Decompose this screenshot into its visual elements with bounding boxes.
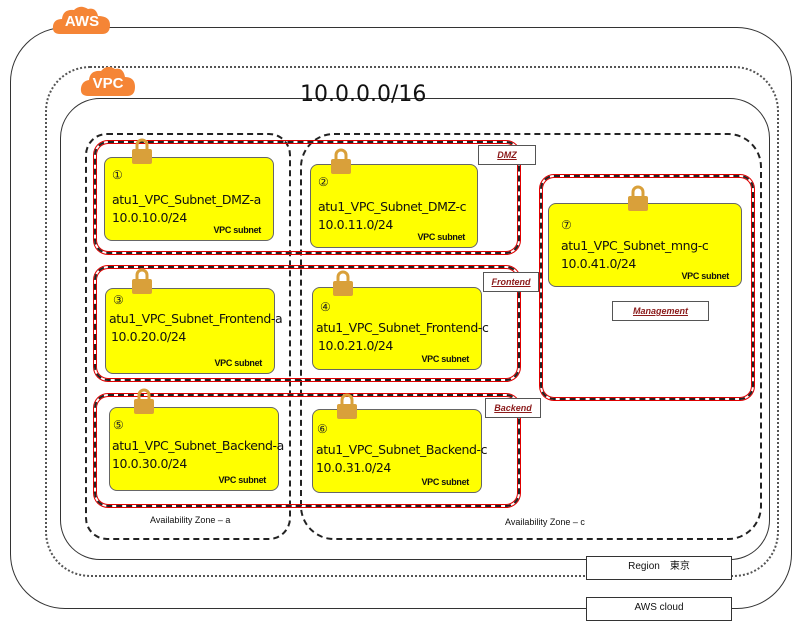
- security-group-dmz: [94, 141, 520, 254]
- subnet-number: ②: [318, 175, 329, 189]
- region-boundary: [45, 66, 779, 577]
- subnet-name: atu1_VPC_Subnet_Frontend-c: [316, 320, 489, 335]
- availability-zone-c: [300, 133, 762, 540]
- lock-icon: [337, 393, 357, 419]
- availability-zone-c-label: Availability Zone – c: [505, 517, 585, 527]
- subnet-cidr: 10.0.21.0/24: [318, 338, 393, 353]
- subnet-dmz-a[interactable]: ① atu1_VPC_Subnet_DMZ-a 10.0.10.0/24 VPC…: [104, 157, 274, 241]
- aws-cloud-label-box: AWS cloud: [586, 597, 732, 621]
- subnet-frontend-a[interactable]: ③ atu1_VPC_Subnet_Frontend-a 10.0.20.0/2…: [105, 288, 283, 374]
- lock-icon: [331, 148, 351, 174]
- subnet-tag: VPC subnet: [417, 232, 465, 242]
- subnet-tag: VPC subnet: [214, 358, 262, 368]
- vpc-cidr: 10.0.0.0/16: [300, 82, 427, 107]
- subnet-tag: VPC subnet: [421, 354, 469, 364]
- subnet-tag: VPC subnet: [213, 225, 261, 235]
- subnet-number: ⑦: [561, 218, 572, 232]
- subnet-dmz-c[interactable]: ② atu1_VPC_Subnet_DMZ-c 10.0.11.0/24 VPC…: [310, 164, 478, 248]
- subnet-name: atu1_VPC_Subnet_DMZ-c: [318, 199, 467, 214]
- aws-badge-label: AWS: [64, 13, 100, 30]
- subnet-tag: VPC subnet: [681, 271, 729, 281]
- security-group-management: [540, 175, 754, 400]
- subnet-name: atu1_VPC_Subnet_Frontend-a: [109, 311, 283, 326]
- subnet-number: ⑤: [113, 418, 124, 432]
- subnet-cidr: 10.0.31.0/24: [316, 460, 391, 475]
- subnet-cidr: 10.0.20.0/24: [111, 329, 186, 344]
- vpc-cloud-icon: VPC: [80, 64, 136, 98]
- lock-icon: [134, 388, 154, 414]
- subnet-frontend-c[interactable]: ④ atu1_VPC_Subnet_Frontend-c 10.0.21.0/2…: [312, 287, 489, 370]
- lock-icon: [628, 185, 648, 211]
- group-label-frontend: Frontend: [483, 272, 539, 292]
- lock-icon: [333, 270, 353, 296]
- vpc-badge-label: VPC: [92, 75, 124, 92]
- subnet-name: atu1_VPC_Subnet_mng-c: [561, 238, 709, 253]
- group-label-backend: Backend: [485, 398, 541, 418]
- availability-zone-a: [85, 133, 291, 540]
- subnet-name: atu1_VPC_Subnet_DMZ-a: [112, 192, 261, 207]
- region-label-box: Region 東京: [586, 556, 732, 580]
- lock-icon: [132, 268, 152, 294]
- subnet-cidr: 10.0.10.0/24: [112, 210, 187, 225]
- subnet-cidr: 10.0.30.0/24: [112, 456, 187, 471]
- subnet-cidr: 10.0.11.0/24: [318, 217, 393, 232]
- subnet-number: ⑥: [317, 422, 328, 436]
- availability-zone-a-label: Availability Zone – a: [150, 515, 231, 525]
- security-group-frontend: [94, 266, 520, 381]
- subnet-mng-c[interactable]: ⑦ atu1_VPC_Subnet_mng-c 10.0.41.0/24 VPC…: [548, 203, 742, 287]
- subnet-number: ④: [320, 300, 331, 314]
- aws-cloud-icon: AWS: [52, 4, 112, 36]
- lock-icon: [132, 138, 152, 164]
- subnet-number: ①: [112, 168, 123, 182]
- subnet-backend-c[interactable]: ⑥ atu1_VPC_Subnet_Backend-c 10.0.31.0/24…: [312, 409, 488, 493]
- subnet-cidr: 10.0.41.0/24: [561, 256, 636, 271]
- security-group-backend: [94, 394, 520, 507]
- group-label-management: Management: [612, 301, 709, 321]
- subnet-tag: VPC subnet: [421, 477, 469, 487]
- vpc-boundary: [60, 98, 770, 560]
- subnet-backend-a[interactable]: ⑤ atu1_VPC_Subnet_Backend-a 10.0.30.0/24…: [109, 407, 284, 491]
- subnet-name: atu1_VPC_Subnet_Backend-a: [112, 438, 284, 453]
- subnet-number: ③: [113, 293, 124, 307]
- subnet-name: atu1_VPC_Subnet_Backend-c: [316, 442, 488, 457]
- aws-cloud-boundary: [10, 27, 792, 609]
- subnet-tag: VPC subnet: [218, 475, 266, 485]
- group-label-dmz: DMZ: [478, 145, 536, 165]
